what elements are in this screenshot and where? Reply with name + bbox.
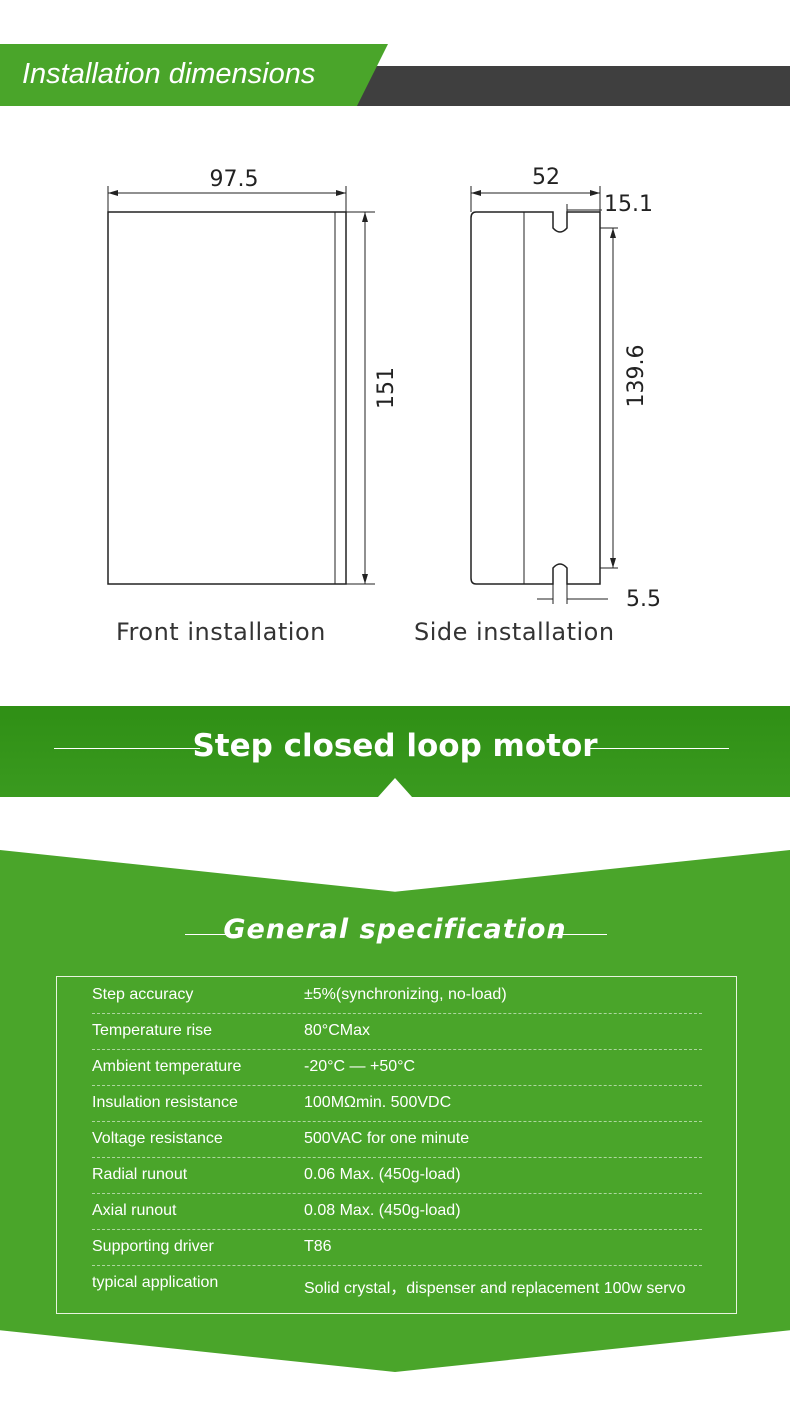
side-bottom-label: 5.5	[626, 587, 661, 612]
spec-panel	[0, 850, 790, 1372]
front-outline	[107, 211, 347, 585]
table-row: Insulation resistance 100MΩmin. 500VDC	[92, 1085, 702, 1122]
side-width-label: 52	[532, 165, 560, 190]
table-row: Voltage resistance 500VAC for one minute	[92, 1121, 702, 1158]
side-height-label: 139.6	[624, 345, 649, 408]
section-title-installation: Installation dimensions	[22, 58, 316, 90]
spec-value: T86	[304, 1238, 332, 1255]
side-slot-label: 15.1	[604, 192, 653, 217]
banner-rule-right	[585, 748, 729, 749]
spec-rule-right	[551, 934, 607, 935]
spec-value: 0.06 Max. (450g-load)	[304, 1166, 461, 1183]
header-green-tab	[0, 44, 388, 106]
spec-label: Step accuracy	[92, 986, 194, 1003]
spec-label: Insulation resistance	[92, 1094, 238, 1111]
side-outline	[470, 211, 601, 585]
spec-label: Supporting driver	[92, 1238, 214, 1255]
spec-value: 500VAC for one minute	[304, 1130, 470, 1147]
spec-label: Voltage resistance	[92, 1130, 223, 1147]
table-row: Supporting driver T86	[92, 1229, 702, 1266]
installation-drawings: 97.5 151 52 15.1 139.6 5.5	[107, 165, 661, 612]
front-width-label: 97.5	[210, 167, 259, 192]
spec-value: 80°CMax	[304, 1022, 370, 1039]
spec-label: Temperature rise	[92, 1022, 213, 1039]
front-height-label: 151	[374, 367, 399, 409]
front-caption: Front installation	[116, 618, 326, 646]
spec-table: Step accuracy ±5%(synchronizing, no-load…	[56, 976, 737, 1314]
spec-value: -20°C — +50°C	[304, 1058, 416, 1075]
spec-label: Radial runout	[92, 1166, 188, 1183]
spec-value: ±5%(synchronizing, no-load)	[304, 986, 507, 1003]
spec-label: typical application	[92, 1274, 219, 1291]
spec-title: General specification	[223, 914, 567, 945]
banner-rule-left	[54, 748, 200, 749]
banner-notch	[378, 778, 412, 797]
table-row: Radial runout 0.06 Max. (450g-load)	[92, 1157, 702, 1194]
banner-title: Step closed loop motor	[192, 728, 598, 764]
table-row: typical application Solid crystal，dispen…	[92, 1265, 702, 1301]
table-row: Ambient temperature -20°C — +50°C	[92, 1049, 702, 1086]
side-caption: Side installation	[414, 618, 615, 646]
table-row: Step accuracy ±5%(synchronizing, no-load…	[92, 977, 702, 1014]
spec-value: Solid crystal，dispenser and replacement …	[304, 1280, 686, 1297]
spec-label: Ambient temperature	[92, 1058, 242, 1075]
table-row: Axial runout 0.08 Max. (450g-load)	[92, 1193, 702, 1230]
spec-value: 100MΩmin. 500VDC	[304, 1094, 452, 1111]
table-row: Temperature rise 80°CMax	[92, 1013, 702, 1050]
spec-label: Axial runout	[92, 1202, 177, 1219]
spec-rule-left	[185, 934, 241, 935]
spec-value: 0.08 Max. (450g-load)	[304, 1202, 461, 1219]
